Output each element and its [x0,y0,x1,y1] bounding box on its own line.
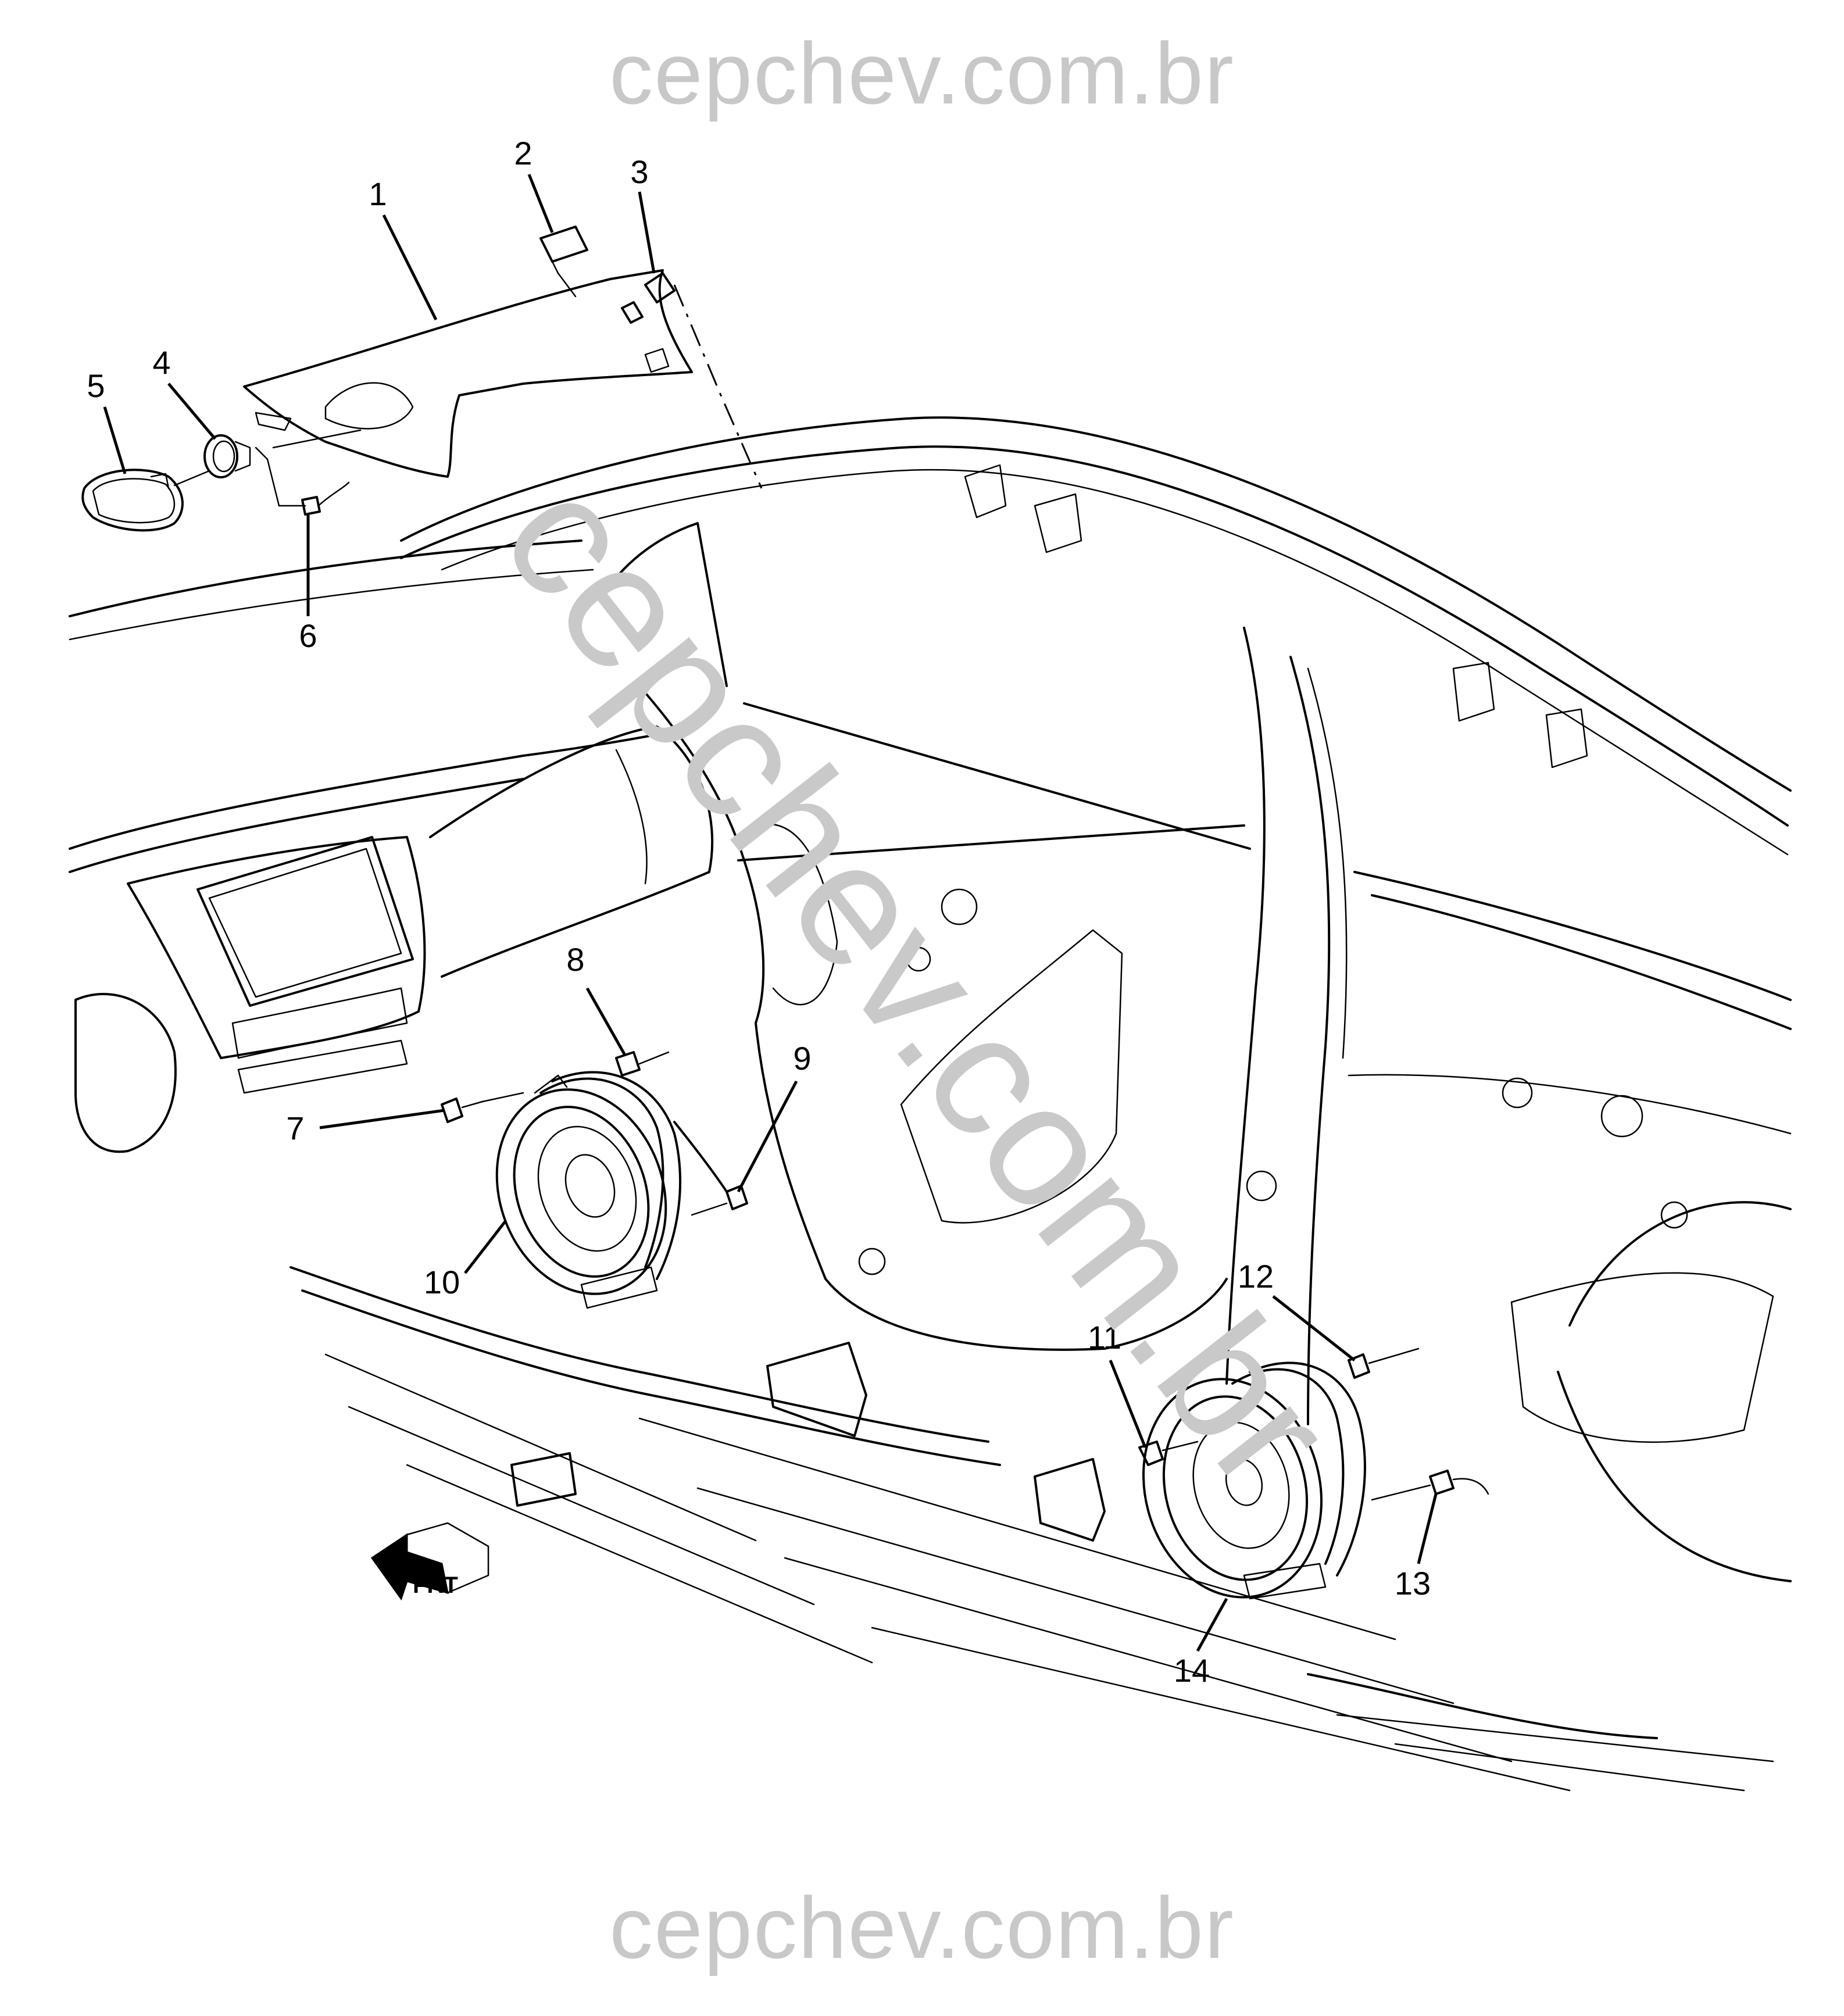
callout-11: 11 [1088,1319,1121,1356]
callout-6: 6 [299,617,317,654]
callout-9: 9 [793,1040,811,1077]
rear-speaker-14 [1138,1347,1489,1600]
frt-label: FRT [413,1572,458,1598]
callout-7: 7 [286,1110,304,1146]
front-direction-arrow: FRT [370,1522,489,1601]
watermark-top: cepchev.com.br [609,24,1235,122]
callout-numbers: 1 2 3 4 5 6 7 8 9 10 11 12 13 14 [87,135,1431,1689]
callout-4: 4 [152,344,170,381]
callout-3: 3 [630,153,648,190]
callout-13: 13 [1395,1565,1431,1602]
watermark-bottom: cepchev.com.br [609,1879,1235,1976]
callout-leaders [103,174,1438,1652]
callout-1: 1 [369,176,387,212]
vehicle-body [69,416,1792,1792]
callout-5: 5 [87,367,105,404]
front-speaker-10 [441,1051,748,1309]
callout-10: 10 [424,1264,460,1300]
callout-2: 2 [514,135,532,171]
callout-8: 8 [566,941,584,978]
a-pillar-trim-assembly [81,226,763,532]
callout-12: 12 [1238,1258,1274,1295]
callout-14: 14 [1174,1652,1210,1689]
